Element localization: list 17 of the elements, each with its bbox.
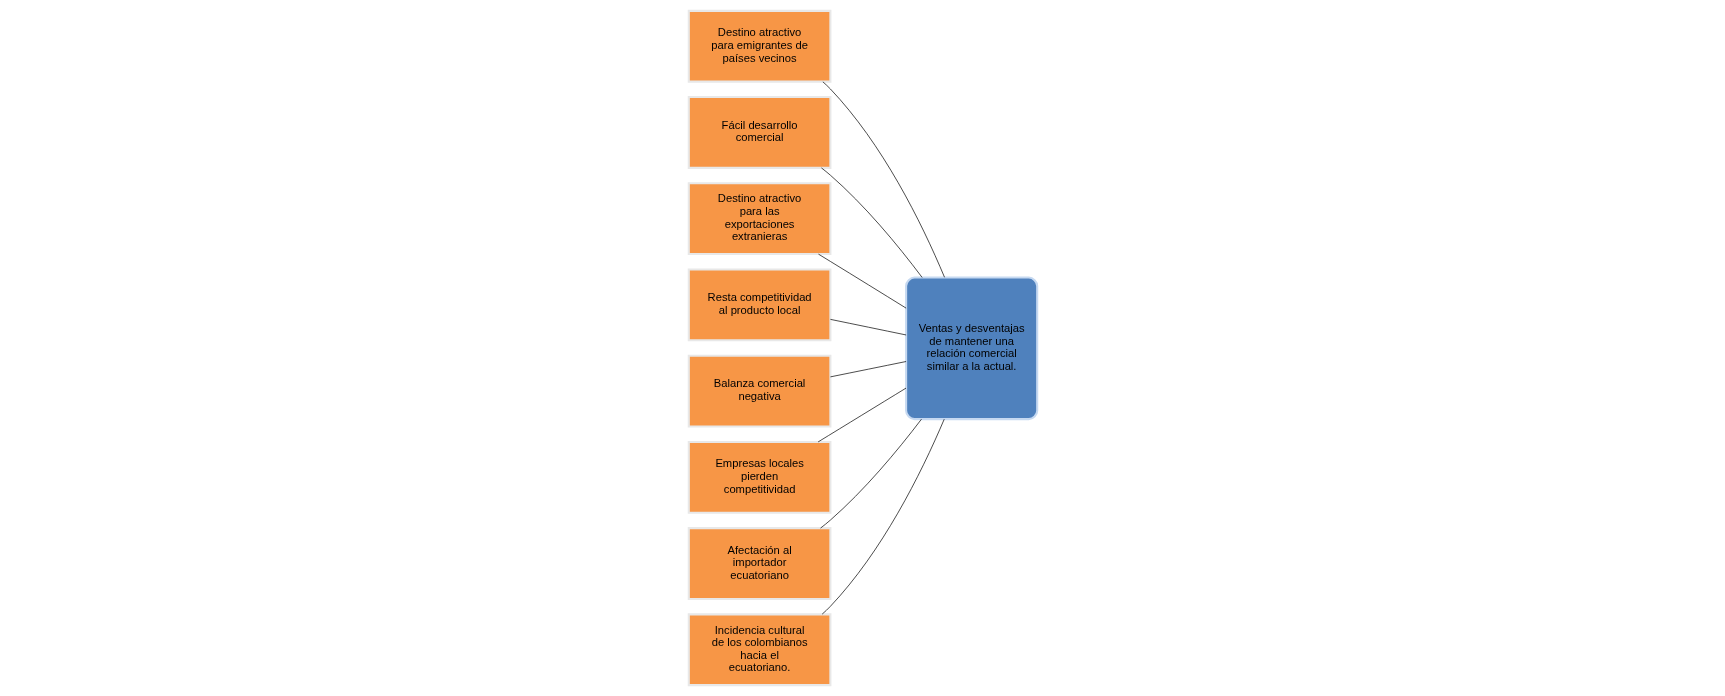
node-box: Afectación al importador ecuatoriano: [687, 527, 831, 600]
connector: [819, 418, 922, 529]
connector: [829, 361, 906, 378]
node-box: Destino atractivo para las exportaciones extranieras: [687, 182, 831, 256]
node-box: Incidencia cultural de los colombianos hacia el ecuatoriano.: [687, 613, 831, 687]
connector: [817, 253, 906, 309]
connector: [817, 387, 906, 443]
connector: [820, 167, 922, 278]
connector: [822, 81, 945, 278]
node-box: Resta competitividad al producto local: [687, 268, 831, 342]
node-box: Fácil desarrollo comercial: [687, 96, 831, 169]
node-box: Destino atractivo para emigrantes de países vecinos: [687, 9, 831, 83]
connector: [829, 319, 906, 336]
node-box: Balanza comercial negativa: [687, 354, 831, 428]
connector: [821, 418, 945, 615]
node-box: Empresas locales pierden competitividad: [687, 440, 831, 514]
node-box: Ventas y desventajas de mantener una relación comercial similar a la actual.: [904, 276, 1038, 421]
